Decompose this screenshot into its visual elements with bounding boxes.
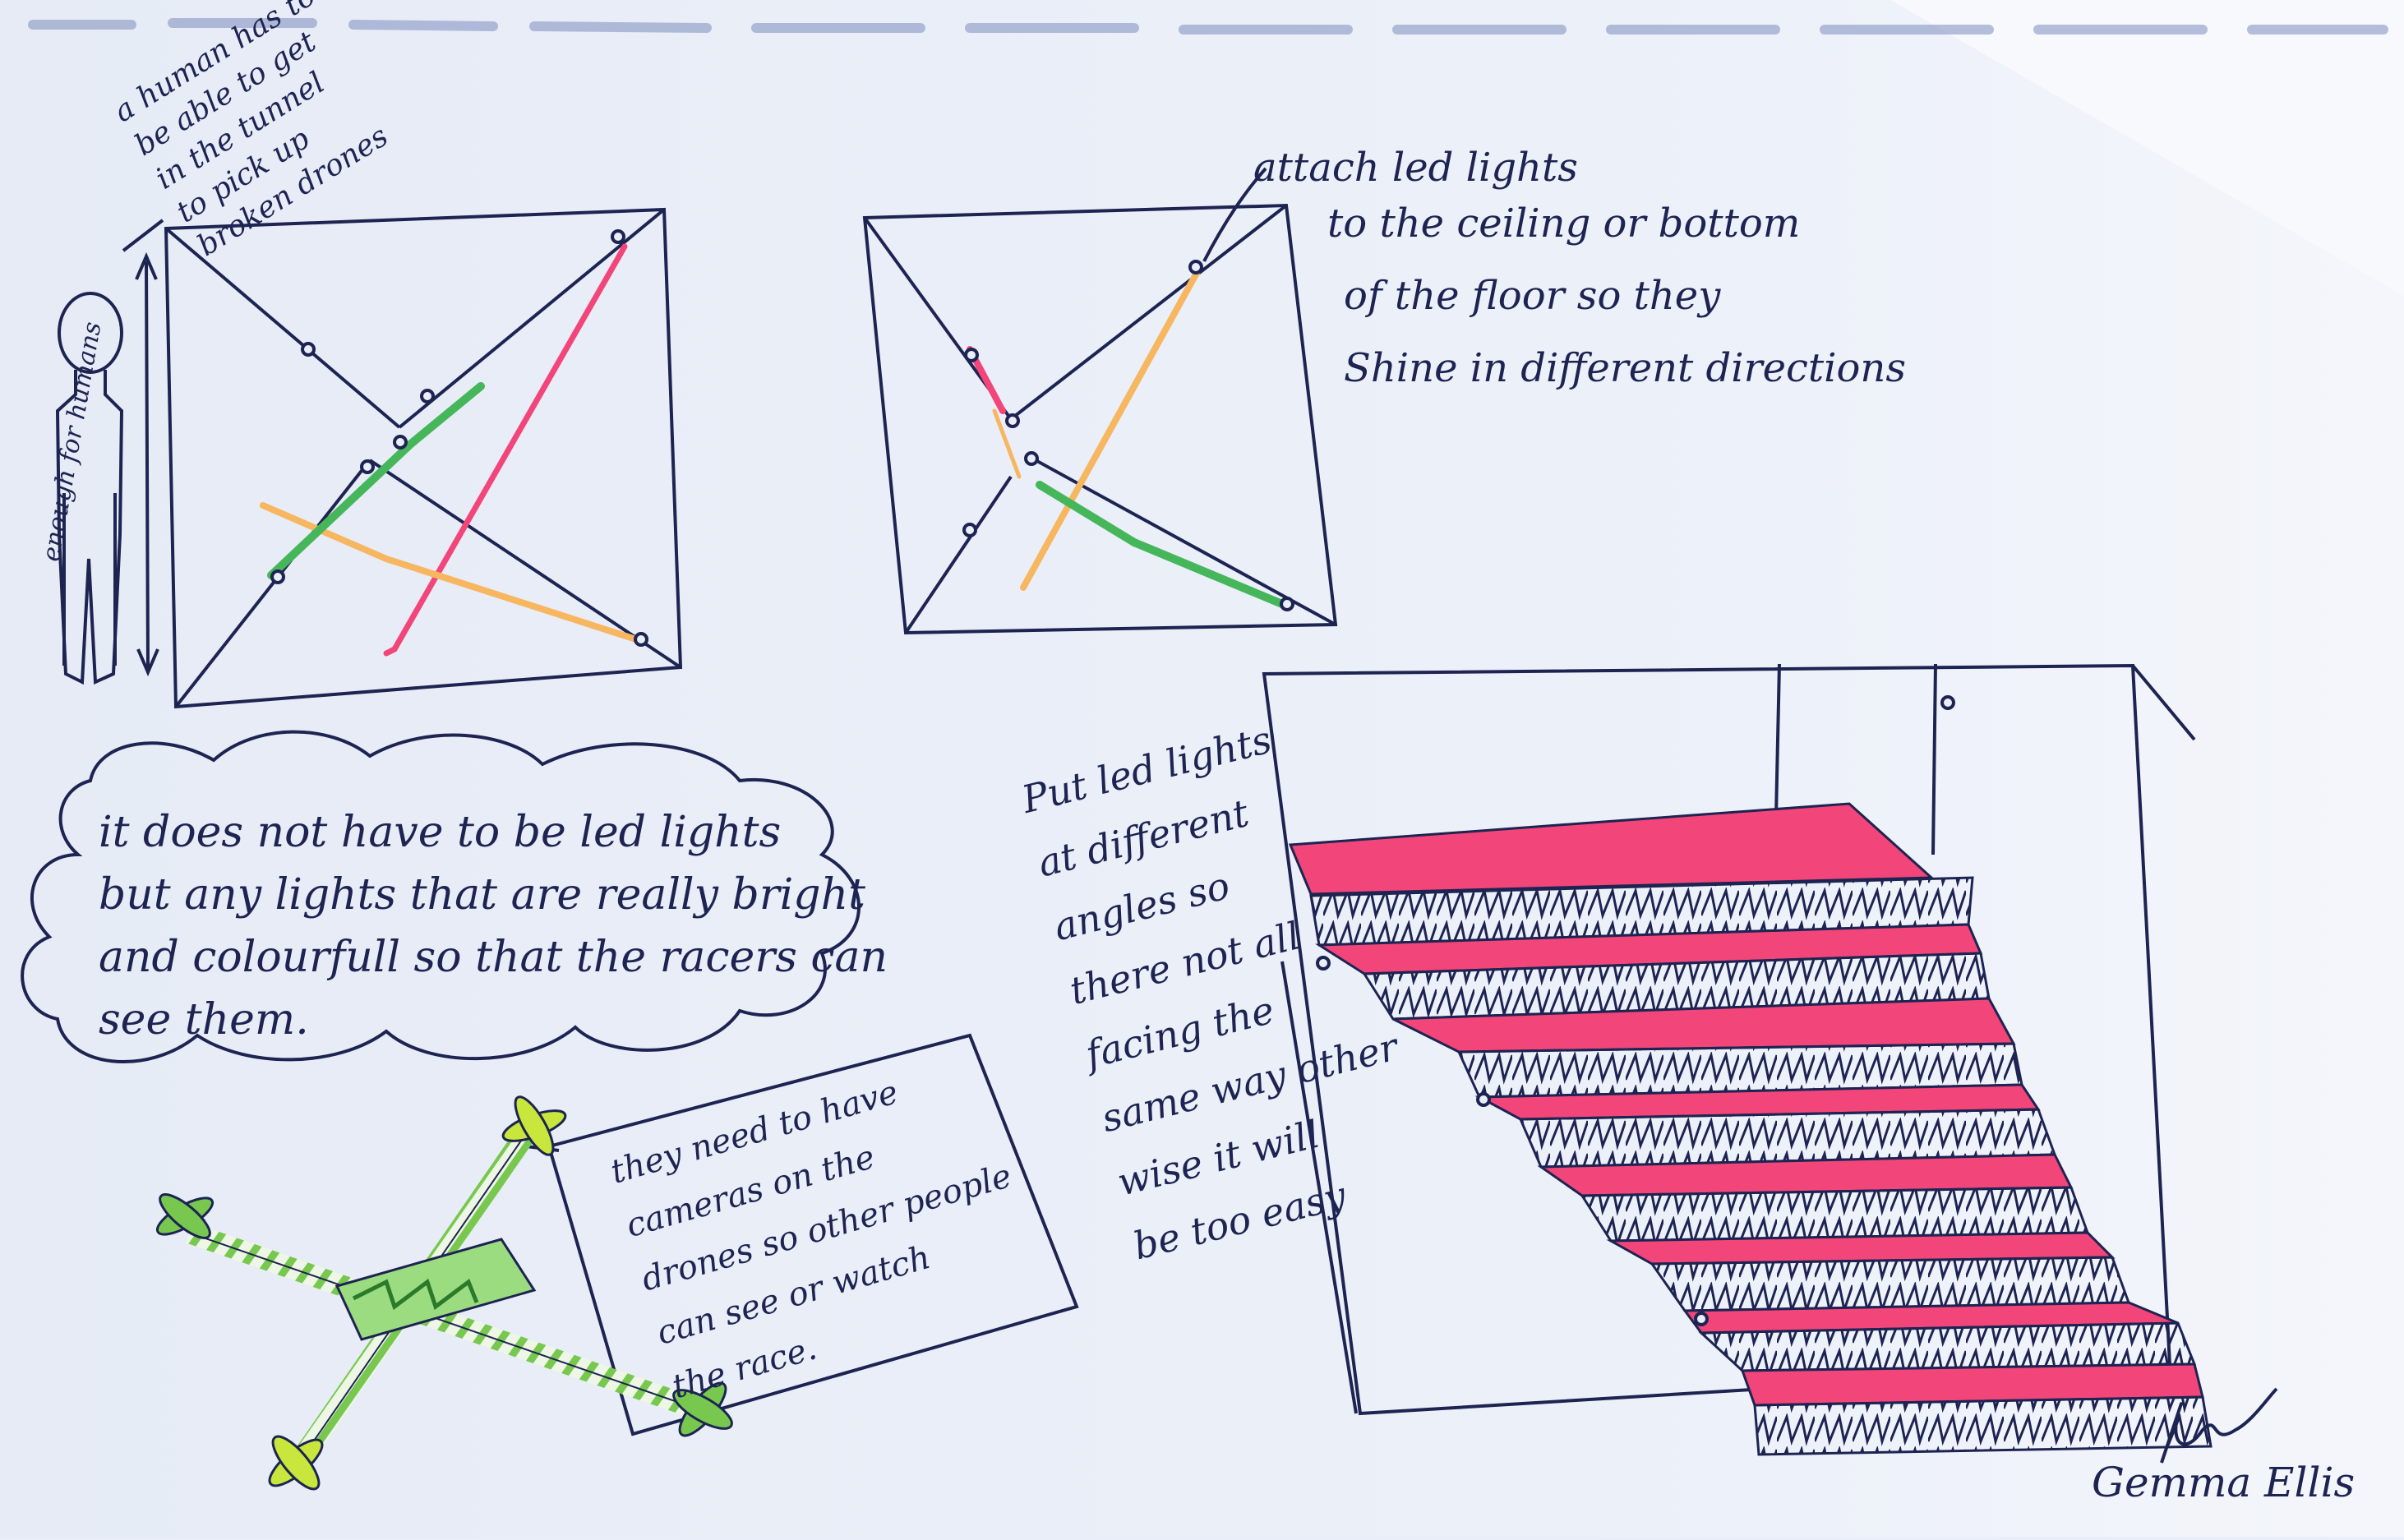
cloud-line-2: but any lights that are really bright [99, 864, 888, 926]
cloud-note: it does not have to be led lights but an… [99, 801, 888, 1051]
led-attach-line-2: to the ceiling or bottom [1327, 187, 1906, 260]
led-attach-line-3: of the floor so they [1344, 260, 1906, 332]
signature: Gemma Ellis [2092, 1459, 2355, 1506]
cloud-line-1: it does not have to be led lights [99, 801, 888, 864]
led-attach-note: attach led lights to the ceiling or bott… [1253, 131, 1906, 404]
led-attach-line-4: Shine in different directions [1344, 332, 1906, 404]
cloud-line-3: and colourfull so that the racers can [99, 926, 888, 989]
cloud-line-4: see them. [99, 989, 888, 1051]
